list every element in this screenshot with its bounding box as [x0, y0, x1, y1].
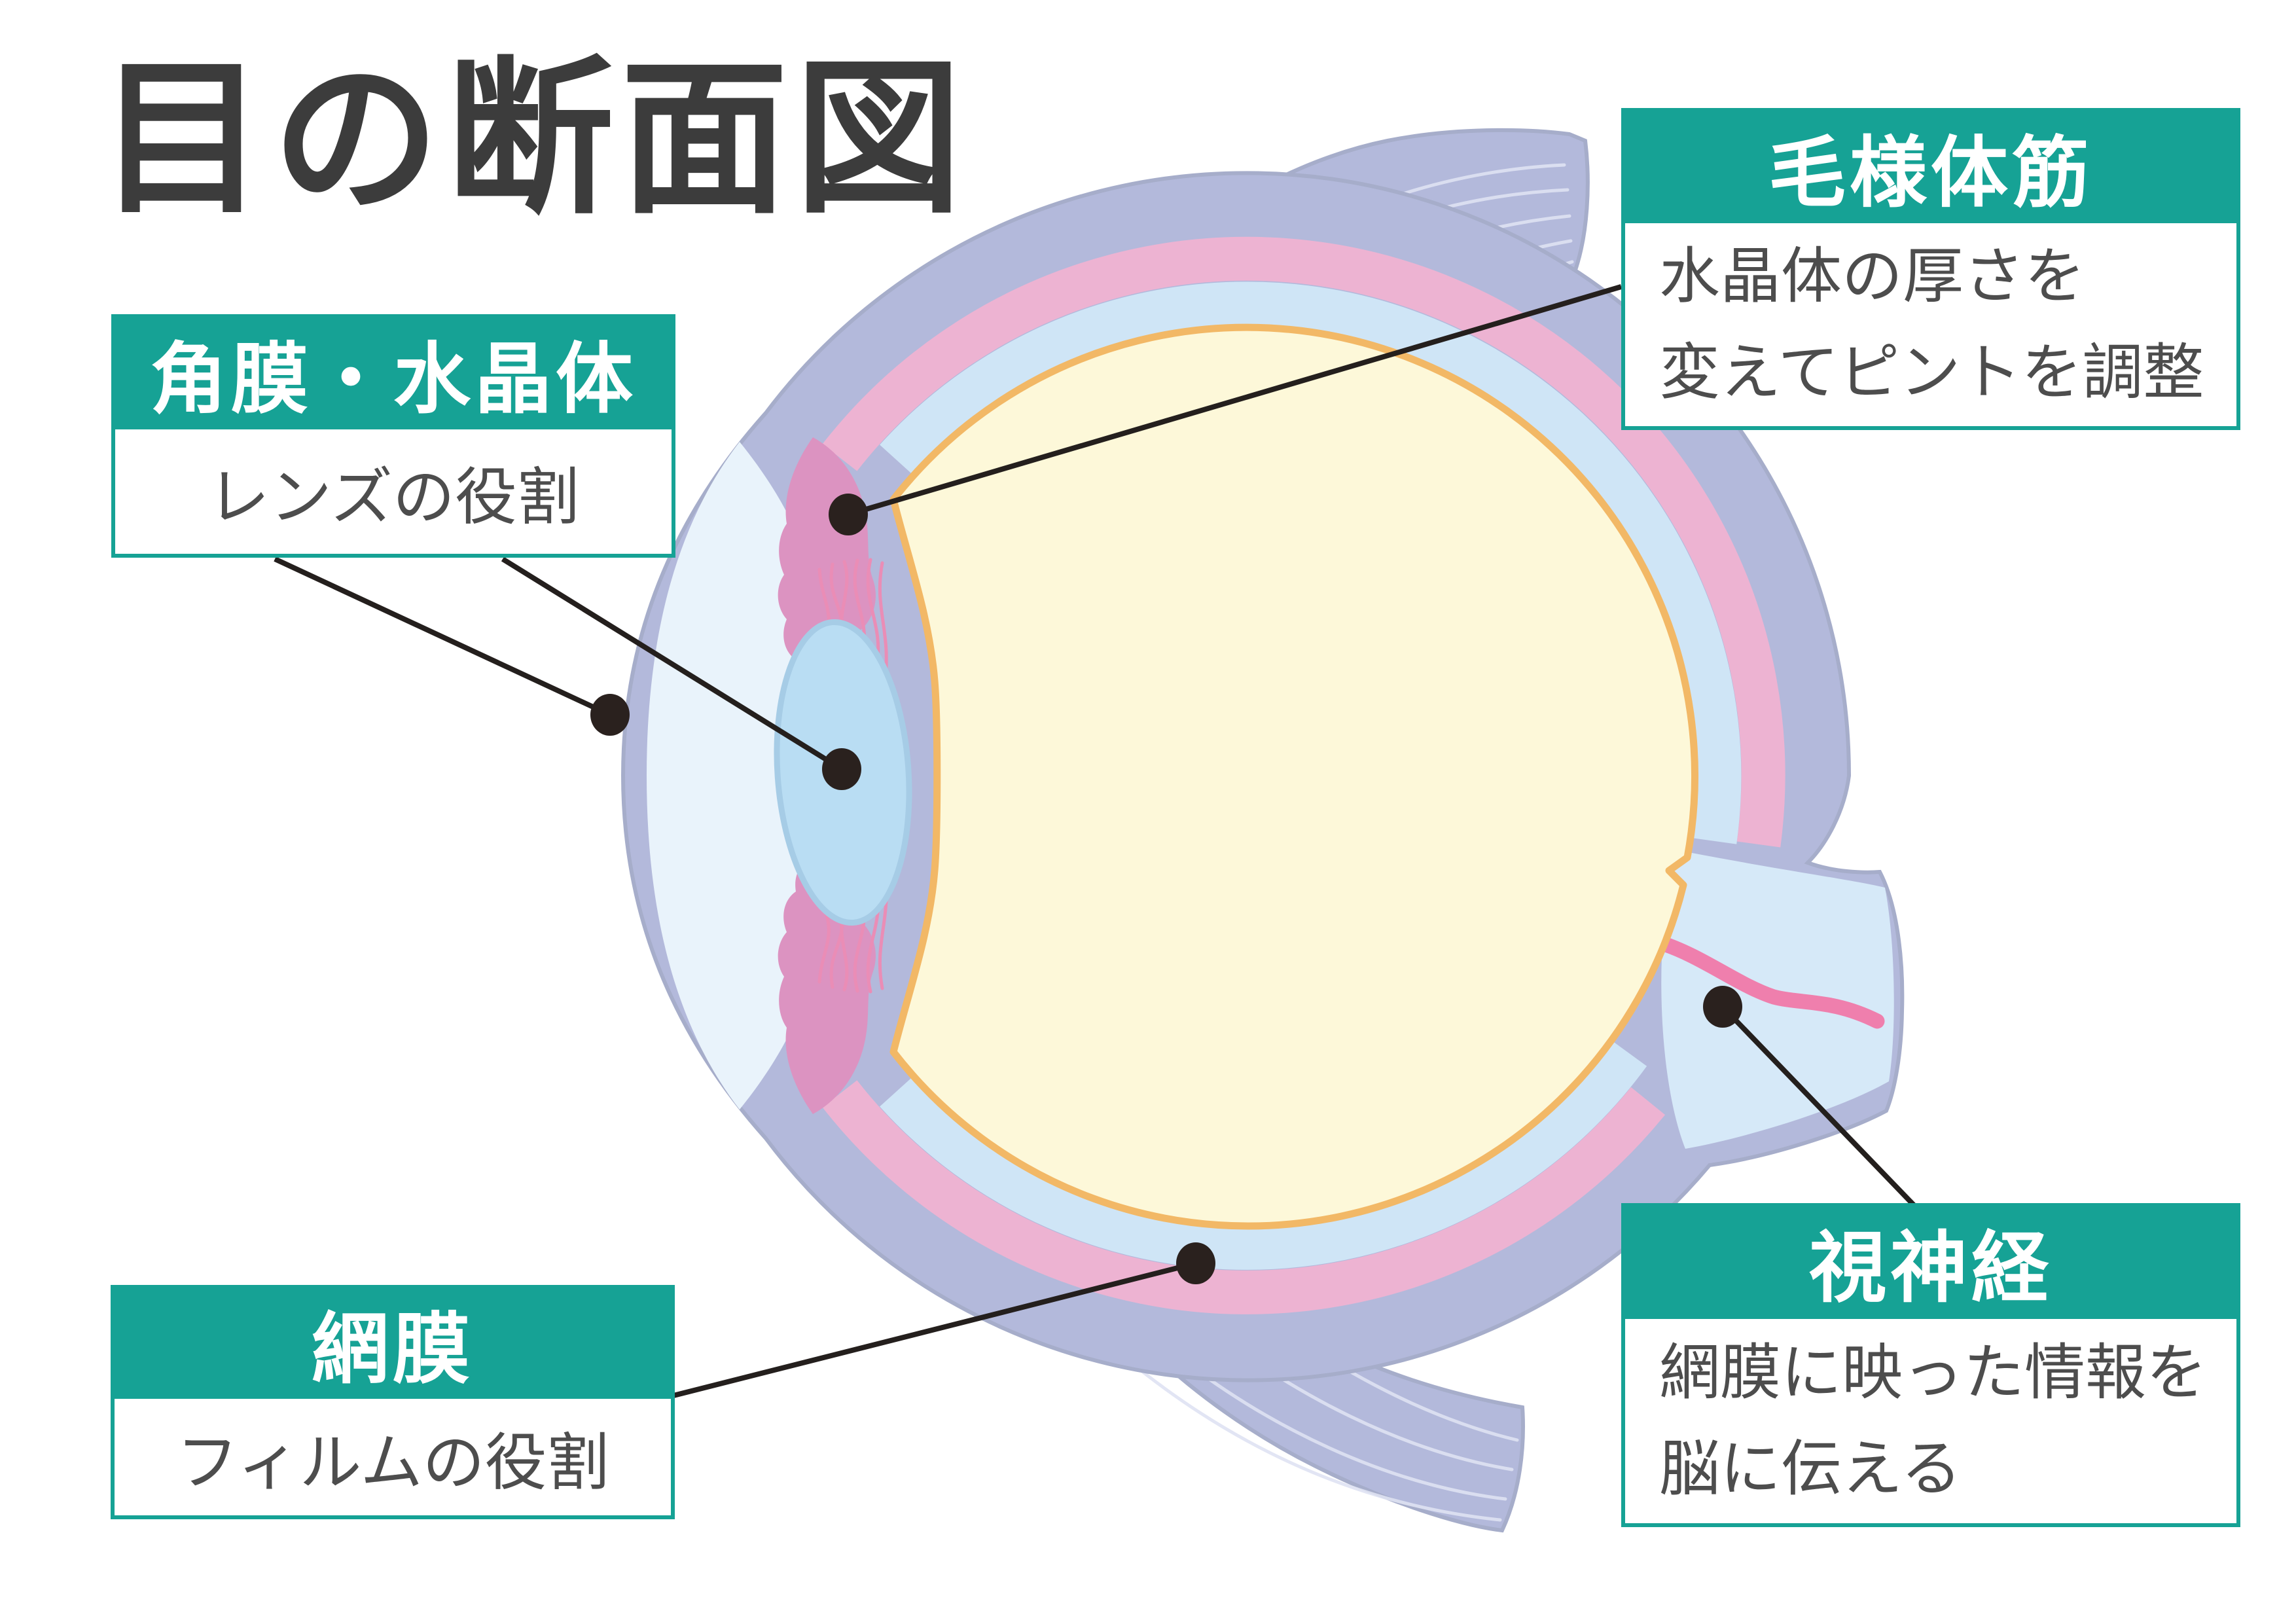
ciliary-leader-line — [847, 284, 1623, 517]
optic-nerve-dot — [1703, 986, 1742, 1028]
ciliary-dot — [829, 494, 868, 535]
callout-optic-nerve: 視神経 網膜に映った情報を 脳に伝える — [1621, 1203, 2240, 1527]
anterior-chamber-shape — [647, 442, 823, 1110]
callout-retina-description: フィルムの役割 — [111, 1399, 675, 1519]
marker-dots — [590, 494, 1742, 1284]
vitreous-body-shape — [889, 323, 1698, 1230]
callout-retina: 網膜 フィルムの役割 — [111, 1285, 675, 1519]
callout-ciliary-muscle-title: 毛様体筋 — [1621, 108, 2240, 223]
choroid-layer — [822, 236, 1785, 1314]
description-line-2: 変えてピントを調整 — [1659, 338, 2204, 406]
callout-optic-nerve-title: 視神経 — [1621, 1203, 2240, 1319]
callout-cornea-lens: 角膜・水晶体 レンズの役割 — [111, 314, 675, 558]
callout-cornea-lens-title: 角膜・水晶体 — [111, 314, 675, 429]
callout-retina-title: 網膜 — [111, 1285, 675, 1399]
retina-dot — [1176, 1242, 1215, 1284]
lens-leader-line — [501, 556, 844, 772]
description-line-1: 網膜に映った情報を — [1659, 1339, 2207, 1407]
callout-ciliary-muscle: 毛様体筋 水晶体の厚さを 変えてピントを調整 — [1621, 108, 2240, 430]
page-title: 目の断面図 — [98, 46, 969, 233]
description-line-1: 水晶体の厚さを — [1659, 242, 2085, 311]
retinal-vessel — [1652, 935, 1885, 1029]
lens-dot — [822, 748, 861, 790]
optic-nerve-leader-line — [1721, 1005, 1917, 1208]
cornea-dot — [590, 694, 630, 736]
callout-ciliary-muscle-description: 水晶体の厚さを 変えてピントを調整 — [1621, 223, 2240, 430]
description-line-2: 脳に伝える — [1659, 1435, 1962, 1503]
leader-lines — [274, 284, 1917, 1398]
retina-leader-line — [673, 1261, 1196, 1398]
callout-cornea-lens-description: レンズの役割 — [111, 429, 675, 558]
retina-layer — [880, 281, 1742, 1270]
cornea-leader-line — [274, 556, 611, 717]
callout-optic-nerve-description: 網膜に映った情報を 脳に伝える — [1621, 1319, 2240, 1527]
